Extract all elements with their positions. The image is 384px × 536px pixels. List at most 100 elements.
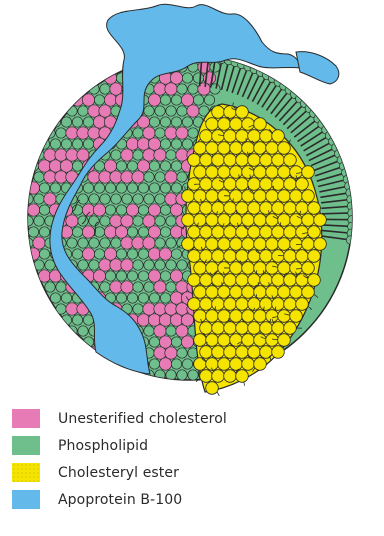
cholesteryl-ester-bead	[188, 202, 201, 215]
cholesterol-bead	[104, 94, 116, 106]
cholesterol-bead	[27, 204, 39, 216]
cholesterol-bead	[148, 138, 160, 150]
cholesteryl-ester-bead	[224, 106, 237, 119]
cholesterol-bead	[181, 336, 193, 348]
cholesteryl-ester-bead	[236, 346, 249, 359]
cholesterol-bead	[170, 292, 182, 304]
cholesterol-bead	[55, 149, 67, 161]
cholesteryl-ester-bead	[284, 178, 297, 191]
cholesterol-bead	[154, 281, 166, 293]
phospholipid-bead	[188, 370, 198, 380]
cholesteryl-ester-bead	[272, 274, 285, 287]
cholesteryl-ester-bead	[224, 322, 237, 335]
cholesterol-bead	[38, 160, 50, 172]
cholesteryl-ester-bead	[272, 322, 285, 335]
phospholipid-bead	[171, 117, 181, 127]
cholesterol-bead	[170, 226, 182, 238]
cholesteryl-ester-bead	[200, 178, 213, 191]
cholesteryl-ester-bead	[302, 238, 315, 251]
phospholipid-bead	[39, 249, 49, 259]
cholesteryl-ester-bead	[290, 190, 303, 203]
phospholipid-bead	[133, 216, 143, 226]
cholesterol-bead	[66, 149, 78, 161]
phospholipid-bead	[149, 117, 159, 127]
cholesteryl-ester-bead	[212, 178, 225, 191]
cholesteryl-ester-bead	[218, 142, 231, 155]
cholesteryl-ester-bead	[260, 274, 273, 287]
cholesterol-bead	[126, 138, 138, 150]
cholesteryl-ester-bead	[284, 274, 297, 287]
cholesterol-bead	[148, 94, 160, 106]
apoprotein-right-lobe	[296, 52, 339, 84]
cholesterol-bead	[181, 314, 193, 326]
cholesteryl-ester-bead	[302, 166, 315, 179]
phospholipid-bead	[177, 348, 187, 358]
phospholipid-bead	[171, 337, 181, 347]
cholesteryl-ester-bead	[284, 202, 297, 215]
cholesterol-bead	[159, 248, 171, 260]
phospholipid-bead	[111, 238, 121, 248]
cholesterol-bead	[154, 149, 166, 161]
cholesteryl-ester-bead	[266, 262, 279, 275]
cholesterol-bead	[170, 72, 182, 84]
phospholipid-bead	[133, 194, 143, 204]
phospholipid-bead	[144, 194, 154, 204]
phospholipid-bead	[160, 205, 170, 215]
cholesteryl-ester-bead	[266, 310, 279, 323]
phospholipid-bead	[133, 150, 143, 160]
phospholipid-bead	[78, 326, 88, 336]
cholesteryl-ester-bead	[266, 190, 279, 203]
cholesteryl-ester-bead	[242, 214, 255, 227]
cholesterol-bead	[121, 237, 133, 249]
phospholipid-bead	[100, 216, 110, 226]
cholesterol-bead	[159, 314, 171, 326]
phospholipid-bead	[116, 183, 126, 193]
cholesteryl-ester-bead	[182, 214, 195, 227]
cholesteryl-ester-bead	[230, 358, 243, 371]
cholesteryl-ester-bead	[236, 154, 249, 167]
cholesteryl-ester-bead	[230, 166, 243, 179]
cholesteryl-ester-bead	[254, 310, 267, 323]
phospholipid-bead	[155, 172, 165, 182]
cholesterol-bead	[165, 193, 177, 205]
cholesterol-bead	[110, 281, 122, 293]
phospholipid-bead	[105, 183, 115, 193]
cholesteryl-ester-bead	[236, 178, 249, 191]
cholesteryl-ester-bead	[230, 214, 243, 227]
cholesteryl-ester-bead	[284, 322, 297, 335]
phospholipid-bead	[177, 370, 187, 380]
phospholipid-bead	[116, 249, 126, 259]
cholesterol-bead	[104, 248, 116, 260]
phospholipid-bead	[144, 172, 154, 182]
cholesterol-bead	[176, 303, 188, 315]
phospholipid-bead	[177, 106, 187, 116]
phospholipid-bead	[45, 282, 55, 292]
cholesteryl-ester-bead	[236, 298, 249, 311]
ldl-particle-diagram	[0, 0, 384, 400]
cholesteryl-ester-bead	[248, 298, 261, 311]
cholesteryl-ester-bead	[242, 142, 255, 155]
phospholipid-bead	[166, 106, 176, 116]
cholesterol-bead	[154, 303, 166, 315]
cholesteryl-ester-bead	[206, 142, 219, 155]
cholesteryl-ester-bead	[212, 370, 225, 383]
phospholipid-bead	[149, 337, 159, 347]
cholesterol-bead	[44, 171, 56, 183]
phospholipid-bead	[83, 139, 93, 149]
cholesterol-bead	[88, 171, 100, 183]
phospholipid-bead	[171, 95, 181, 105]
cholesterol-bead	[148, 248, 160, 260]
cholesteryl-ester-bead	[296, 298, 309, 311]
phospholipid-bead	[116, 205, 126, 215]
legend-label: Apoprotein B-100	[58, 492, 182, 508]
cholesteryl-ester-bead	[272, 298, 285, 311]
cholesteryl-ester-bead	[314, 214, 327, 227]
phospholipid-bead	[56, 282, 66, 292]
cholesterol-bead	[126, 204, 138, 216]
phospholipid-bead	[171, 139, 181, 149]
cholesteryl-ester-bead	[206, 262, 219, 275]
cholesteryl-ester-bead	[200, 130, 213, 143]
cholesteryl-ester-bead	[278, 214, 291, 227]
cholesteryl-ester-bead	[206, 310, 219, 323]
cholesteryl-ester-bead	[194, 166, 207, 179]
